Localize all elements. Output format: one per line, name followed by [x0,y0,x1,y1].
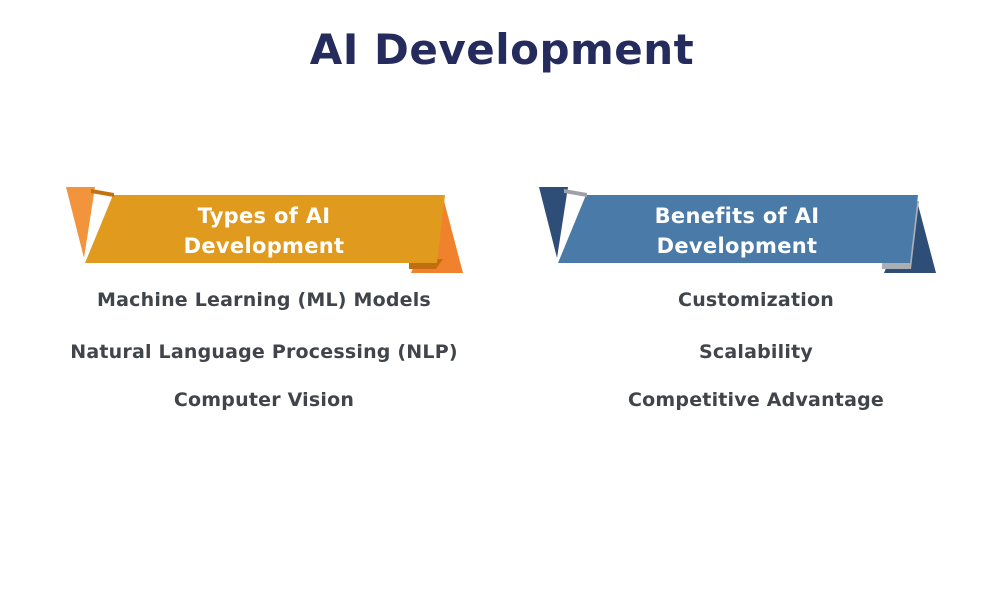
benefits-item-list: Customization Scalability Competitive Ad… [556,288,956,412]
list-item: Natural Language Processing (NLP) [70,341,458,363]
benefits-banner-line1: Benefits of AI [654,204,820,228]
benefits-banner-line2: Development [656,234,818,258]
list-item: Scalability [699,341,813,363]
ribbon-body [85,195,445,263]
types-banner-line1: Types of AI [197,204,331,228]
types-banner-line2: Development [183,234,345,258]
types-ribbon-graphic [66,187,463,273]
benefits-banner-label: Benefits of AI Development [537,198,937,264]
ribbon-tail-shape [66,187,95,258]
page-title: AI Development [309,25,695,74]
ribbon-top-wedge [564,189,587,197]
benefits-banner: Benefits of AI Development [537,185,937,280]
types-banner-label: Types of AI Development [64,198,464,264]
list-item: Competitive Advantage [628,389,884,411]
benefits-ribbon-graphic [539,187,936,273]
list-item: Customization [678,289,834,311]
ribbon-tail-shape [539,187,568,258]
ribbon-top-wedge [91,189,114,197]
types-banner: Types of AI Development [64,185,464,280]
list-item: Computer Vision [173,389,355,411]
types-item-list: Machine Learning (ML) Models Natural Lan… [64,288,464,412]
list-item: Machine Learning (ML) Models [97,289,431,311]
ribbon-body [558,195,918,263]
